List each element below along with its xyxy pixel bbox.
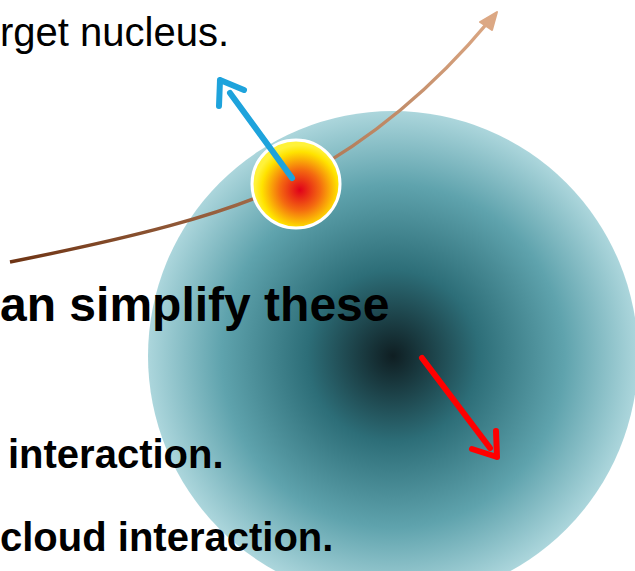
- recoil-arrow-red: [422, 358, 490, 448]
- projectile-particle: [252, 140, 340, 228]
- slide-text: rget nucleus.: [0, 12, 229, 52]
- trajectory-line: [10, 20, 490, 262]
- arrowhead-blue: [219, 80, 244, 106]
- nucleus-cloud: [148, 111, 635, 571]
- slide-text: an simplify these: [0, 281, 389, 329]
- arrowhead-red: [472, 431, 497, 457]
- slide-text: cloud interaction.: [0, 517, 333, 557]
- slide-text: interaction.: [8, 434, 224, 474]
- trajectory-arrowhead: [480, 12, 497, 30]
- recoil-arrow-blue: [230, 93, 292, 178]
